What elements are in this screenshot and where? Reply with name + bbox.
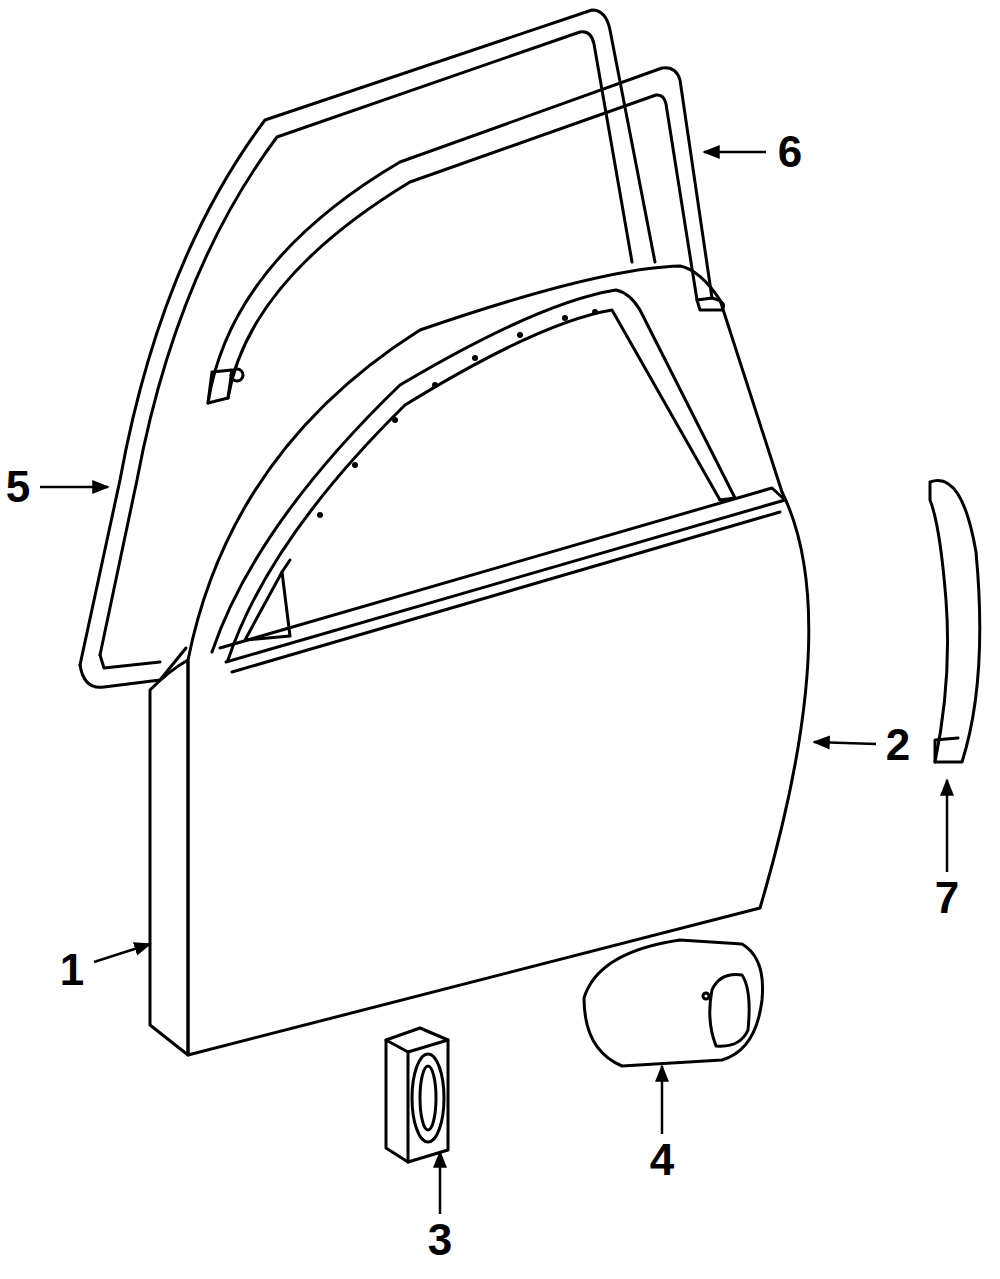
- handle-bracket: [386, 1028, 448, 1162]
- door-shell: [188, 266, 809, 1055]
- callout-number: 2: [886, 723, 910, 767]
- mirror-cover: [584, 940, 763, 1066]
- callout-number: 4: [650, 1138, 674, 1182]
- door-moulding: [930, 480, 980, 762]
- callout-number: 1: [60, 948, 84, 992]
- door-front-panel: [150, 660, 188, 1055]
- leader-lines: [40, 152, 947, 1214]
- callout-number: 3: [428, 1218, 452, 1262]
- callout-number: 6: [778, 130, 802, 174]
- callout-number: 7: [935, 876, 959, 920]
- callout-number: 5: [6, 465, 30, 509]
- moulding-end: [935, 738, 958, 762]
- glass-run-channel: [208, 68, 724, 403]
- door-weatherstrip: [80, 10, 655, 687]
